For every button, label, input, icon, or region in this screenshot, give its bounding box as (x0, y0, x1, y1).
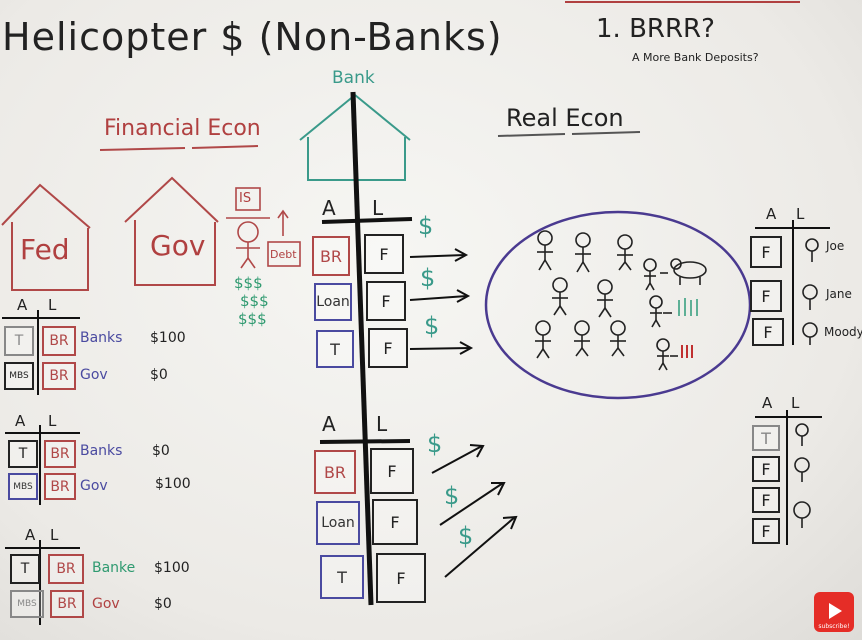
fed-ledger-1-row-1-amount: $100 (150, 330, 186, 346)
people-ledger-l: L (796, 205, 805, 223)
people-ledger-2-row-1-asset: T (752, 425, 780, 451)
fed-ledger-1-row-1-asset: T (4, 326, 34, 356)
bank-ledger-2-row-3-asset: T (320, 555, 364, 599)
bank-ledger-2-a: A (322, 412, 336, 436)
fed-ledger-2-row-2-amount: $100 (155, 476, 191, 492)
fed-ledger-3-row-2-name: Gov (92, 596, 120, 612)
people-ledger-row-3-asset: F (752, 318, 784, 346)
bank-ledger-1-row-1-asset: BR (312, 236, 350, 276)
people-ledger-2-row-2-asset: F (752, 456, 780, 482)
bank-ledger-1-a: A (322, 196, 336, 220)
dollar-arrow-3: $ (424, 312, 440, 340)
fed-ledger-3-l: L (50, 526, 59, 544)
green-dollars-2: $$$ (240, 292, 269, 310)
people-ledger-2-a: A (762, 394, 773, 412)
question-sub: A More Bank Deposits? (632, 51, 759, 64)
fed-ledger-1-l: L (48, 296, 57, 314)
fed-ledger-1-row-1-name: Banks (80, 330, 123, 346)
fed-ledger-3-row-1-asset: T (10, 554, 40, 584)
bank-ledger-1-row-3-asset: T (316, 330, 354, 368)
person-moody-label: Moody (824, 325, 862, 339)
board-title: Helicopter $ (Non-Banks) (2, 15, 503, 59)
fed-ledger-2-row-1-liab: BR (44, 440, 76, 468)
fed-ledger-2-row-2-liab: BR (44, 473, 76, 500)
fed-ledger-2-row-1-amount: $0 (152, 443, 170, 459)
fed-ledger-1-a: A (17, 296, 28, 314)
fed-ledger-1-row-2-liab: BR (42, 362, 76, 390)
green-dollars-1: $$$ (234, 274, 263, 292)
fed-ledger-1-row-2-amount: $0 (150, 367, 168, 383)
subscribe-label: subscribe! (818, 623, 850, 630)
real-econ-label: Real Econ (506, 104, 624, 132)
fed-ledger-2-row-2-asset: MBS (8, 473, 38, 500)
fed-ledger-3-a: A (25, 526, 36, 544)
people-ledger-a: A (766, 205, 777, 223)
bank-ledger-1-row-3-liab: F (368, 328, 408, 368)
debt-label: Debt (270, 248, 297, 261)
bank-ledger-1-l: L (372, 196, 384, 220)
people-ledger-2-l: L (791, 394, 800, 412)
dollar-arrow-4: $ (427, 430, 443, 458)
bank-ledger-2-row-1-asset: BR (314, 450, 356, 494)
bank-ledger-1-row-1-liab: F (364, 234, 404, 274)
bank-ledger-1-row-2-liab: F (366, 281, 406, 321)
bank-label: Bank (332, 68, 375, 88)
fed-ledger-2-row-1-asset: T (8, 440, 38, 468)
fed-ledger-2-l: L (48, 412, 57, 430)
dollar-arrow-5: $ (444, 482, 460, 510)
bank-ledger-1-row-2-asset: Loan (314, 283, 352, 321)
financial-econ-label: Financial Econ (104, 116, 261, 141)
gov-house-label: Gov (150, 229, 206, 262)
bank-ledger-2-row-2-liab: F (372, 499, 418, 545)
fed-ledger-3-row-1-name: Banke (92, 560, 136, 576)
fed-ledger-1-row-2-name: Gov (80, 367, 108, 383)
fed-ledger-3-row-2-liab: BR (50, 590, 84, 618)
fed-ledger-2-row-2-name: Gov (80, 478, 108, 494)
fed-ledger-2-a: A (15, 412, 26, 430)
people-ledger-row-2-asset: F (750, 280, 782, 312)
people-ledger-row-1-asset: F (750, 236, 782, 268)
person-joe-label: Joe (826, 239, 845, 253)
is-label: IS (239, 191, 252, 206)
question-main: 1. BRRR? (596, 14, 715, 44)
green-dollars-3: $$$ (238, 310, 267, 328)
people-ledger-2-row-4-asset: F (752, 518, 780, 544)
dollar-arrow-1: $ (418, 212, 434, 240)
people-ledger-2-row-3-asset: F (752, 487, 780, 513)
fed-house-label: Fed (20, 233, 70, 266)
bank-ledger-2-row-1-liab: F (370, 448, 414, 494)
fed-ledger-1-row-2-asset: MBS (4, 362, 34, 390)
dollar-arrow-2: $ (420, 264, 436, 292)
fed-ledger-2-row-1-name: Banks (80, 443, 123, 459)
fed-ledger-1-row-1-liab: BR (42, 326, 76, 356)
bank-ledger-2-row-2-asset: Loan (316, 501, 360, 545)
play-icon (829, 603, 842, 619)
fed-ledger-3-row-1-liab: BR (48, 554, 84, 584)
youtube-subscribe-button[interactable]: subscribe! (814, 592, 854, 632)
fed-ledger-3-row-1-amount: $100 (154, 560, 190, 576)
person-jane-label: Jane (826, 287, 852, 301)
fed-ledger-3-row-2-amount: $0 (154, 596, 172, 612)
bank-ledger-2-l: L (376, 412, 388, 436)
dollar-arrow-6: $ (458, 522, 474, 550)
fed-ledger-3-row-2-asset: MBS (10, 590, 44, 618)
bank-ledger-2-row-3-liab: F (376, 553, 426, 603)
